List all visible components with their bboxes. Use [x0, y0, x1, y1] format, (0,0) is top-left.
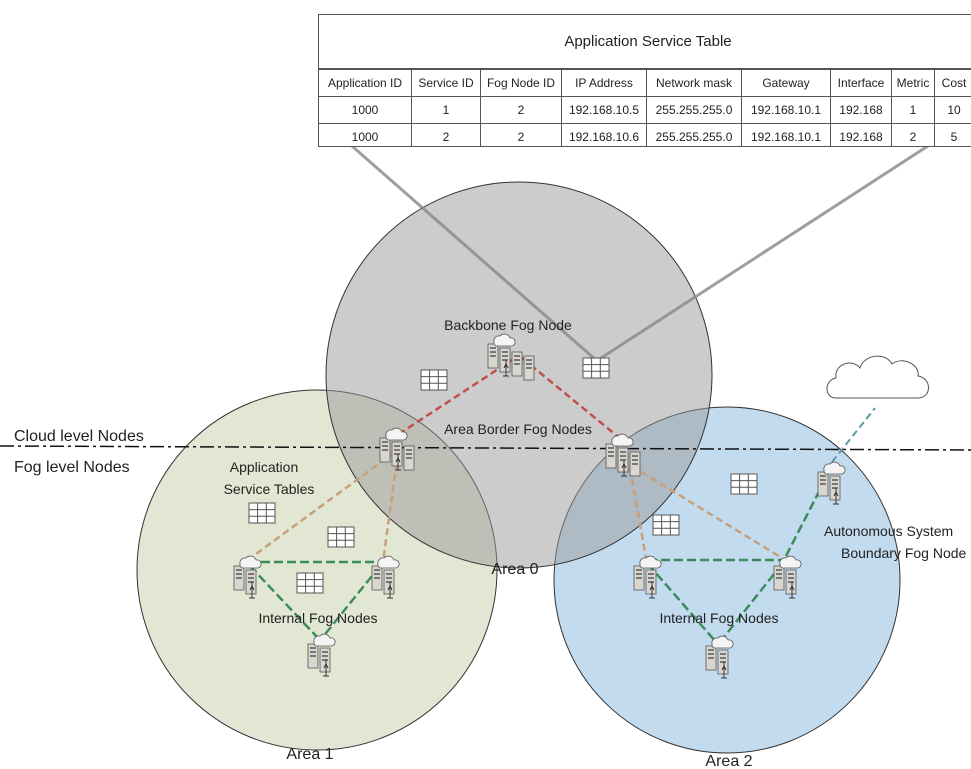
link-backbone-left: [401, 356, 516, 434]
table-cell: 192.168.10.1: [741, 96, 831, 124]
link-a2-internal-right: [719, 563, 783, 643]
table-cell: 192.168.10.5: [561, 96, 647, 124]
col-header: Interface: [830, 69, 892, 97]
table-row: 1000 1 2 192.168.10.5 255.255.255.0 192.…: [319, 96, 971, 124]
link-a2-border-left: [628, 467, 648, 559]
table-cell: 255.255.255.0: [646, 96, 742, 124]
table-cell: 192.168: [830, 123, 892, 146]
col-header: Gateway: [741, 69, 831, 97]
table-cell: 1: [891, 96, 935, 124]
service-table-title: Application Service Table: [319, 15, 971, 69]
backbone-label: Backbone Fog Node: [444, 317, 572, 333]
link-a2-internal-left: [647, 563, 717, 643]
table-cell: 255.255.255.0: [646, 123, 742, 146]
table-header-row: Application ID Service ID Fog Node ID IP…: [319, 69, 971, 97]
app-tables-label-line1: Application: [230, 459, 299, 475]
col-header: Fog Node ID: [480, 69, 562, 97]
table-cell: 2: [480, 96, 562, 124]
table-cell: 192.168.10.6: [561, 123, 647, 146]
table-cell: 1000: [319, 123, 412, 146]
table-cell: 2: [891, 123, 935, 146]
table-cell: 192.168.10.1: [741, 123, 831, 146]
area1-label: Area 1: [286, 746, 333, 763]
col-header: Network mask: [646, 69, 742, 97]
level-divider: [0, 445, 971, 451]
table-icon: [420, 369, 448, 391]
area1-internal-label: Internal Fog Nodes: [258, 610, 377, 626]
app-tables-label-line2: Service Tables: [224, 481, 315, 497]
table-cell: 192.168: [830, 96, 892, 124]
table-icon: [296, 572, 324, 594]
table-icon: [327, 526, 355, 548]
link-a1-border-left: [244, 450, 396, 564]
area0-label: Area 0: [491, 561, 538, 578]
table-icon: [652, 514, 680, 536]
table-cell: 1: [411, 96, 481, 124]
col-header: IP Address: [561, 69, 647, 97]
table-cell: 5: [934, 123, 971, 146]
link-a1-internal-left: [249, 565, 319, 639]
area2-label: Area 2: [705, 753, 752, 769]
table-cell: 10: [934, 96, 971, 124]
link-a1-internal-right: [321, 565, 381, 639]
table-cell: 2: [480, 123, 562, 146]
link-asbr-to-cloud: [831, 407, 876, 463]
asbr-label-line2: Boundary Fog Node: [841, 545, 967, 561]
external-cloud-icon: [826, 355, 929, 399]
area-border-label: Area Border Fog Nodes: [444, 421, 592, 437]
table-icon: [248, 502, 276, 524]
table-cell: 2: [411, 123, 481, 146]
table-icon: [582, 357, 610, 379]
table-row: 1000 2 2 192.168.10.6 255.255.255.0 192.…: [319, 123, 971, 146]
col-header: Metric: [891, 69, 935, 97]
service-table-grid: Application ID Service ID Fog Node ID IP…: [319, 69, 971, 146]
area2-internal-label: Internal Fog Nodes: [659, 610, 778, 626]
callout-line-left: [319, 116, 597, 362]
table-icon: [730, 473, 758, 495]
callout-line-right: [597, 116, 971, 362]
fog-level-label: Fog level Nodes: [14, 459, 130, 476]
link-a2-border-right: [631, 464, 783, 560]
application-service-table: Application Service Table Application ID…: [318, 14, 971, 147]
cloud-level-label: Cloud level Nodes: [14, 428, 144, 445]
col-header: Service ID: [411, 69, 481, 97]
col-header: Cost: [934, 69, 971, 97]
link-a1-border-right: [381, 451, 400, 563]
table-cell: 1000: [319, 96, 412, 124]
col-header: Application ID: [319, 69, 412, 97]
asbr-label-line1: Autonomous System: [824, 523, 953, 539]
